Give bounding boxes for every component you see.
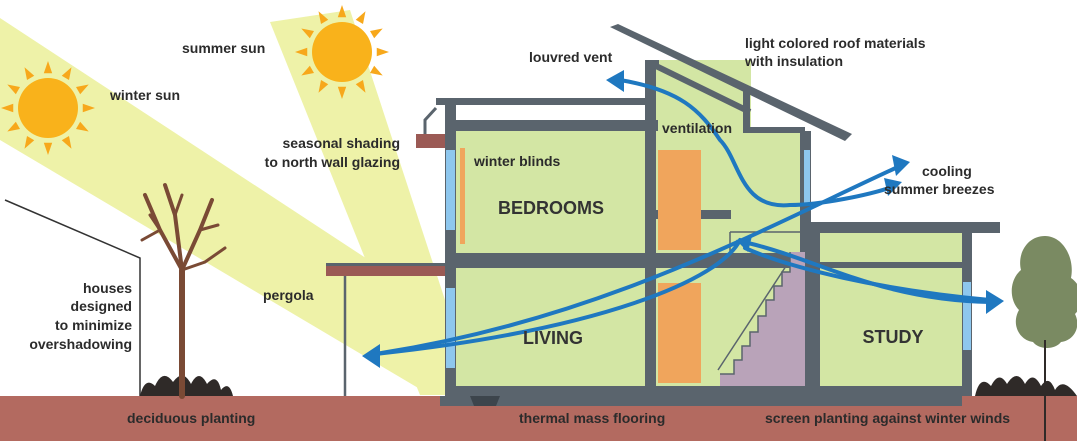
sun-ray <box>369 65 383 76</box>
label-houses-line4: overshadowing <box>29 336 132 352</box>
label-houses-line2: designed <box>71 298 132 314</box>
sun-ray <box>43 61 53 74</box>
arrowheads <box>362 70 1004 368</box>
sun-ray <box>82 103 95 113</box>
sun-icon <box>1 61 95 155</box>
sun-icon <box>295 5 389 99</box>
label-louvred-vent: louvred vent <box>529 49 613 65</box>
sun-ray <box>369 28 383 39</box>
label-shading-line2: to north wall glazing <box>265 154 400 170</box>
sun-ray <box>61 135 72 149</box>
evergreen-tree-icon <box>1011 236 1077 441</box>
sun-ray <box>318 79 329 93</box>
sun-ray <box>7 84 21 95</box>
airflow-arrows <box>373 78 992 356</box>
sun-ray <box>43 142 53 155</box>
sun-ray <box>337 5 347 18</box>
sun-ray <box>75 121 89 132</box>
study-room <box>820 233 962 388</box>
living-room <box>456 268 649 388</box>
neighbour-house-outline <box>4 199 141 396</box>
sun-ray <box>1 103 14 113</box>
label-winter-sun: winter sun <box>109 87 180 103</box>
pergola-roof <box>326 263 446 276</box>
room-study: STUDY <box>862 327 923 347</box>
label-roof-line1: light colored roof materials <box>745 35 926 51</box>
label-ventilation: ventilation <box>662 120 732 136</box>
room-living: LIVING <box>523 328 583 348</box>
upper-stair-room <box>751 131 805 253</box>
label-shading-line1: seasonal shading <box>283 135 400 151</box>
label-cooling-line2: summer breezes <box>884 181 995 197</box>
label-cooling-line1: cooling <box>922 163 972 179</box>
sun-ray <box>75 84 89 95</box>
roof <box>610 24 852 141</box>
winter-blind <box>460 148 465 244</box>
label-summer-sun: summer sun <box>182 40 265 56</box>
sun-ray <box>301 28 315 39</box>
sun-ray <box>337 86 347 99</box>
label-houses-line1: houses <box>83 280 132 296</box>
sun-ray <box>376 47 389 57</box>
summer-sun-beam <box>270 10 445 395</box>
thermal-mass-wall-lower <box>658 283 701 383</box>
label-pergola: pergola <box>263 287 314 303</box>
windows <box>446 150 971 368</box>
label-winter-blinds: winter blinds <box>473 153 561 169</box>
sun-disc <box>18 78 78 138</box>
sun-ray <box>318 11 329 25</box>
winter-sun-beam <box>0 18 445 395</box>
shrub-icon <box>975 376 1077 396</box>
sun-ray <box>355 79 366 93</box>
staircase <box>717 231 805 386</box>
bedrooms-room <box>456 131 649 253</box>
sun-disc <box>312 22 372 82</box>
shading-device <box>416 134 446 148</box>
thermal-mass-wall-upper <box>658 150 701 250</box>
sun-ray <box>295 47 308 57</box>
sun-ray <box>7 121 21 132</box>
deciduous-tree-icon <box>140 183 227 399</box>
label-screen-planting: screen planting against winter winds <box>765 410 1010 426</box>
shrub-icon <box>140 375 233 396</box>
sun-ray <box>301 65 315 76</box>
sun-ray <box>24 67 35 81</box>
label-deciduous: deciduous planting <box>127 410 255 426</box>
label-roof-line2: with insulation <box>744 53 843 69</box>
room-bedrooms: BEDROOMS <box>498 198 604 218</box>
label-thermal-mass: thermal mass flooring <box>519 410 665 426</box>
sun-ray <box>61 67 72 81</box>
label-houses-line3: to minimize <box>55 317 132 333</box>
sun-ray <box>355 11 366 25</box>
sun-ray <box>24 135 35 149</box>
foundation <box>440 396 962 406</box>
